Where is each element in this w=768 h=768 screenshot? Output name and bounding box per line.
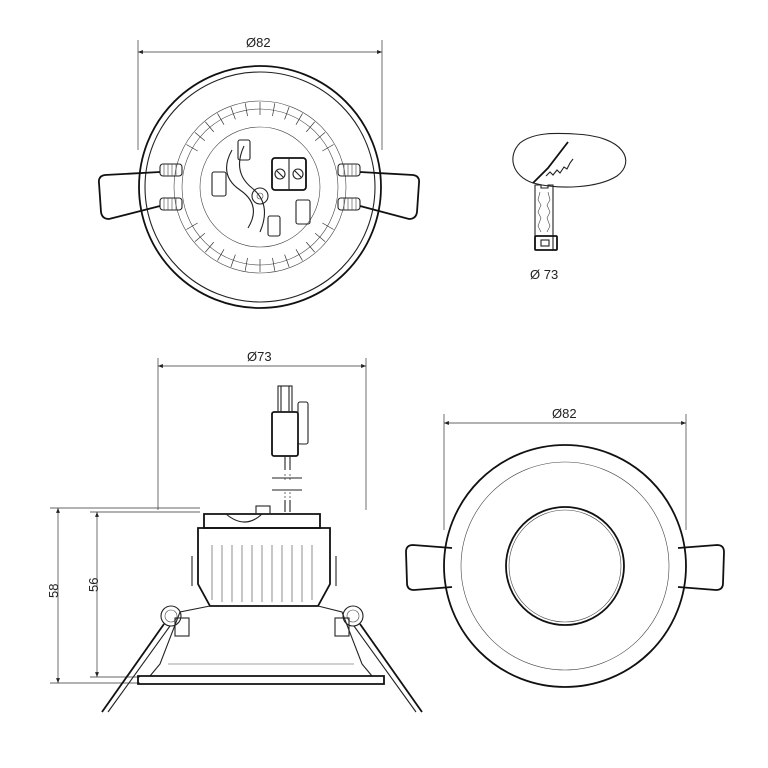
top-view-diameter-label: Ø82 (246, 35, 271, 50)
heatsink-body (191, 527, 337, 607)
body-height-label: 56 (86, 578, 101, 592)
top-view-outer-ring (138, 65, 382, 309)
total-height-label: 58 (46, 584, 61, 598)
front-view-dimension: Ø82 (443, 406, 687, 530)
connector-plug (271, 385, 309, 512)
heatsink-fins (186, 102, 334, 272)
saw-icon (534, 184, 558, 251)
spring-left (97, 163, 183, 220)
front-tab-left (405, 544, 453, 591)
bezel (137, 675, 385, 685)
cutout-illustration: Ø 73 (512, 132, 627, 282)
side-view-dimension: Ø73 (157, 349, 367, 510)
front-outer-ring (443, 444, 687, 688)
cutout-diameter-label: Ø 73 (530, 267, 558, 282)
spring-right (337, 163, 421, 220)
side-view: Ø73 58 (46, 349, 423, 713)
center-screw (251, 187, 269, 205)
body-height-dimension: 56 (86, 511, 200, 678)
top-view-dimension: Ø82 (137, 35, 383, 150)
top-view: Ø82 (97, 35, 421, 309)
front-view: Ø82 (405, 406, 725, 688)
total-height-dimension: 58 (46, 507, 200, 684)
side-spring-left (101, 605, 190, 713)
front-tab-right (677, 544, 725, 591)
side-view-diameter-label: Ø73 (247, 349, 272, 364)
front-view-diameter-label: Ø82 (552, 406, 577, 421)
side-spring-right (334, 605, 423, 713)
terminal-block (271, 157, 307, 191)
front-lens (505, 506, 625, 626)
ceiling-hole (512, 132, 627, 188)
